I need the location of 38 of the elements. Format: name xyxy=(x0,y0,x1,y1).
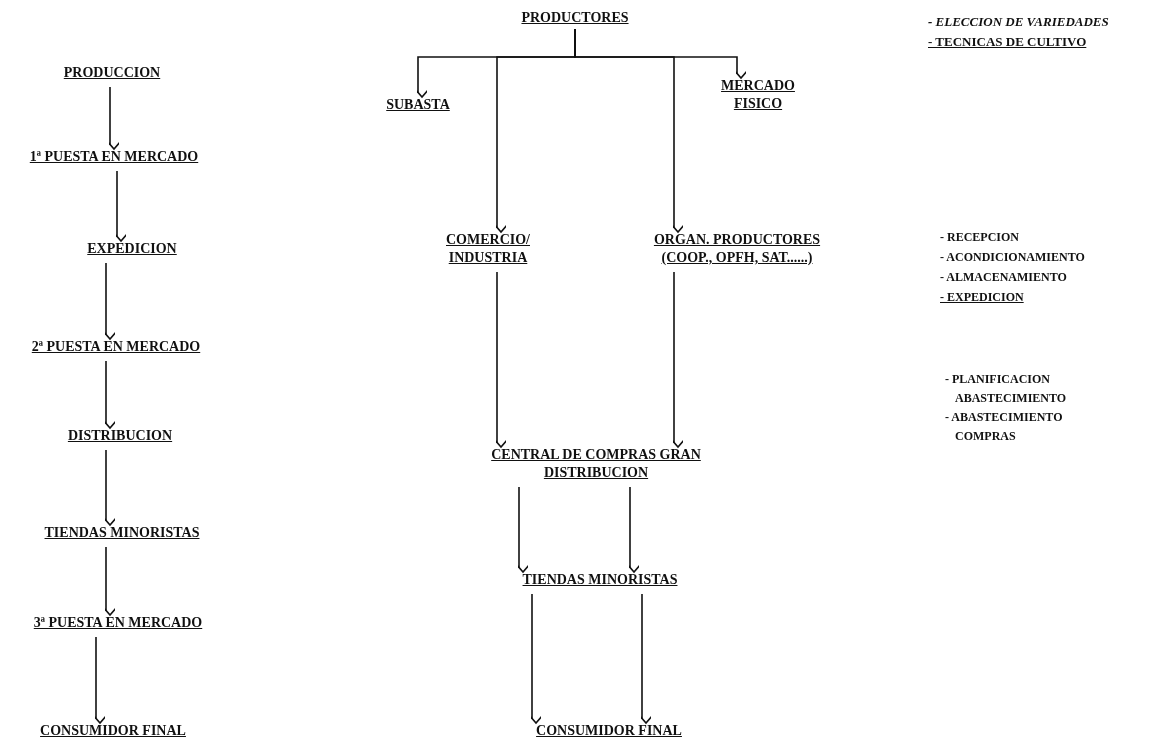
bullet-note: - ABASTECIMIENTO COMPRAS xyxy=(945,409,1064,445)
stage-label: 3ª PUESTA EN MERCADO xyxy=(33,614,203,632)
arrow xyxy=(102,449,118,526)
bullet-note: - PLANIFICACION ABASTECIMIENTO xyxy=(945,371,1065,407)
bullet-note: - ACONDICIONAMIENTO xyxy=(940,249,1086,266)
stage-label: CONSUMIDOR FINAL xyxy=(40,722,186,740)
bullet-note: - EXPEDICION xyxy=(940,289,1025,306)
stage-label: CENTRAL DE COMPRAS GRAN DISTRIBUCION xyxy=(476,446,716,482)
arrow xyxy=(528,593,544,724)
stage-label: EXPEDICION xyxy=(87,240,177,258)
arrow xyxy=(515,486,531,573)
arrow xyxy=(106,86,122,150)
arrow xyxy=(574,28,749,79)
stage-label: SUBASTA xyxy=(386,96,450,114)
stage-label: 1ª PUESTA EN MERCADO xyxy=(29,148,199,166)
bullet-note: - TECNICAS DE CULTIVO xyxy=(928,33,1088,51)
stage-label: MERCADO FISICO xyxy=(713,77,803,113)
arrow xyxy=(670,271,686,448)
stage-label: PRODUCCION xyxy=(63,64,161,82)
bullet-note: - ALMACENAMIENTO xyxy=(940,269,1068,286)
stage-label: PRODUCTORES xyxy=(521,9,629,27)
arrow xyxy=(626,486,642,573)
stage-label: COMERCIO/ INDUSTRIA xyxy=(433,231,543,267)
stage-label: 2ª PUESTA EN MERCADO xyxy=(31,338,201,356)
arrow xyxy=(493,271,509,448)
arrow xyxy=(113,170,129,242)
stage-label: TIENDAS MINORISTAS xyxy=(522,571,678,589)
stage-label: ORGAN. PRODUCTORES (COOP., OPFH, SAT......) xyxy=(637,231,837,267)
arrow xyxy=(102,262,118,340)
stage-label: DISTRIBUCION xyxy=(67,427,173,445)
arrow xyxy=(102,546,118,616)
arrow xyxy=(638,593,654,724)
stage-label: TIENDAS MINORISTAS xyxy=(44,524,200,542)
arrow xyxy=(102,360,118,429)
arrow xyxy=(92,636,108,724)
stage-label: CONSUMIDOR FINAL xyxy=(536,722,682,740)
bullet-note: - ELECCION DE VARIEDADES xyxy=(928,13,1110,31)
bullet-note: - RECEPCION xyxy=(940,229,1020,246)
